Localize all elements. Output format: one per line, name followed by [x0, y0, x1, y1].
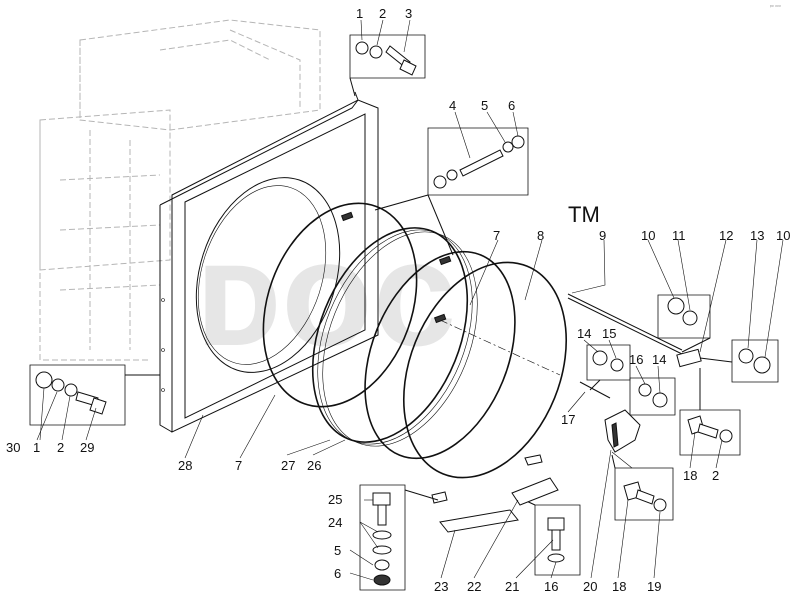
- hardware-group-10-11: [657, 294, 711, 353]
- callout-5: 5: [481, 98, 488, 113]
- watermark: ᴅᴏᴄ: [195, 209, 456, 377]
- callout-26: 26: [307, 458, 321, 473]
- shroud-ring-7-right: [364, 250, 516, 460]
- callout-24: 24: [328, 515, 342, 530]
- callout-20: 20: [583, 579, 597, 594]
- callout-30: 30: [6, 440, 20, 455]
- callout-16-bottom: 16: [544, 579, 558, 594]
- callout-28: 28: [178, 458, 192, 473]
- leader-lines: [36, 19, 784, 581]
- callout-14-right: 14: [652, 352, 666, 367]
- bracket-20: [579, 381, 641, 453]
- hardware-group-21-16: [519, 497, 581, 576]
- callout-13: 13: [750, 228, 764, 243]
- callout-18-bottom: 18: [612, 579, 626, 594]
- callout-19: 19: [647, 579, 661, 594]
- callout-5-bottom: 5: [334, 543, 341, 558]
- hardware-group-13-10: [699, 339, 779, 383]
- hardware-group-1-3: [349, 34, 426, 97]
- callout-6: 6: [508, 98, 515, 113]
- callout-7: 7: [493, 228, 500, 243]
- callout-2-right: 2: [712, 468, 719, 483]
- hardware-group-30-29: [29, 364, 160, 426]
- shroud-ring-7: [262, 202, 418, 408]
- callout-18: 18: [683, 468, 697, 483]
- callout-1-left: 1: [33, 440, 40, 455]
- callout-1: 1: [356, 6, 363, 21]
- callout-10: 10: [641, 228, 655, 243]
- callout-11: 11: [672, 228, 686, 243]
- callout-3: 3: [405, 6, 412, 21]
- background-radiator: [39, 19, 321, 361]
- callout-8: 8: [537, 228, 544, 243]
- callout-14: 14: [577, 326, 591, 341]
- callout-6-bottom: 6: [334, 566, 341, 581]
- callout-22: 22: [467, 579, 481, 594]
- callout-25: 25: [328, 492, 342, 507]
- tie-rod-12: [567, 293, 702, 368]
- callout-7-left: 7: [235, 458, 242, 473]
- hardware-group-4-6: [374, 127, 529, 256]
- trademark-mark: TM: [568, 202, 600, 227]
- hardware-group-16-14: [629, 377, 676, 416]
- callout-27: 27: [281, 458, 295, 473]
- callout-17: 17: [561, 412, 575, 427]
- callout-21: 21: [505, 579, 519, 594]
- clamp-ring-8: [402, 261, 568, 479]
- callout-15: 15: [602, 326, 616, 341]
- callout-12: 12: [719, 228, 733, 243]
- callout-2-left: 2: [57, 440, 64, 455]
- hardware-group-18-2: [679, 368, 741, 456]
- callout-23: 23: [434, 579, 448, 594]
- hardware-group-18-19: [611, 454, 674, 521]
- callout-9: 9: [599, 228, 606, 243]
- callout-2: 2: [379, 6, 386, 21]
- callout-labels: 1 2 3 4 5 6 7 8 9 10 11 12 13 10 14 15 1…: [6, 6, 790, 594]
- ring-clamps: [340, 211, 543, 504]
- callout-29: 29: [80, 440, 94, 455]
- callout-16: 16: [629, 352, 643, 367]
- corner-mark: ᵖᵒ ᵒᵒᵒ: [770, 4, 781, 10]
- callout-4: 4: [449, 98, 456, 113]
- hardware-group-14-15: [586, 344, 631, 391]
- hardware-group-25-6: [359, 484, 439, 591]
- fan-shroud-frame: [159, 91, 379, 433]
- center-axis: [439, 319, 561, 376]
- callout-10-right: 10: [776, 228, 790, 243]
- seal-ring-26-27: [311, 227, 478, 447]
